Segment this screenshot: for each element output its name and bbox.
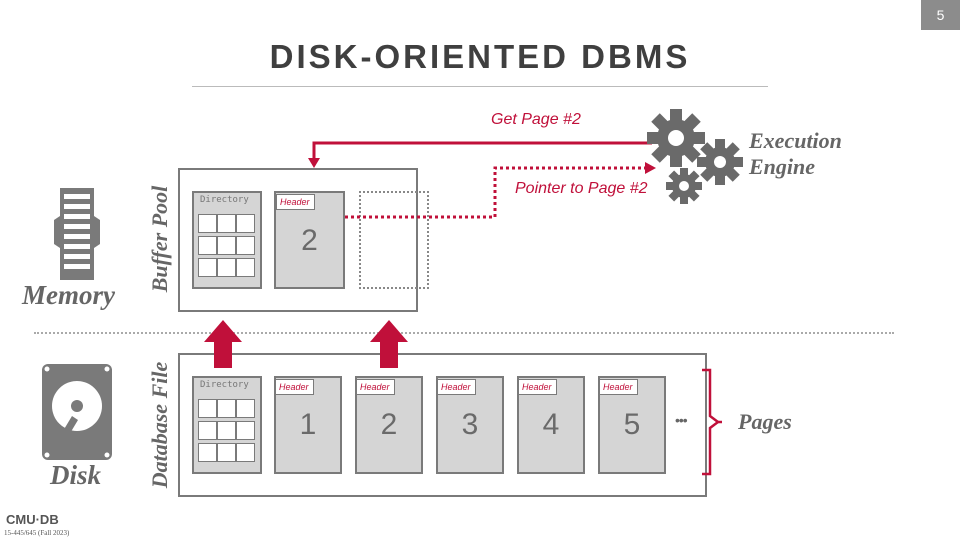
file-page-header: Header [437, 379, 476, 395]
memory-label: Memory [22, 280, 115, 310]
hard-disk-icon [42, 364, 112, 460]
file-page-number: 2 [380, 408, 398, 441]
file-page-header: Header [518, 379, 557, 395]
title-rule [192, 86, 768, 87]
file-directory-label: Directory [200, 380, 249, 390]
buffer-directory-grid [198, 214, 256, 277]
execution-engine-label: Execution Engine [749, 128, 842, 180]
cmu-db-logo: CMU·DB [6, 512, 59, 527]
request-arrows [308, 141, 656, 219]
file-page-number: 1 [299, 408, 317, 441]
gear-icon [647, 109, 743, 204]
execution-engine-line1: Execution [749, 128, 842, 153]
buffer-page-header: Header [276, 194, 315, 210]
up-arrow-icon [204, 320, 242, 368]
ram-chip-icon [54, 188, 100, 280]
file-page-header: Header [356, 379, 395, 395]
database-file-label: Database File [147, 361, 172, 489]
slide-number: 5 [921, 0, 960, 30]
file-page-number: 3 [461, 408, 479, 441]
file-page-number: 4 [542, 408, 560, 441]
more-pages-ellipsis: ••• [675, 412, 688, 428]
disk-label: Disk [50, 460, 102, 490]
execution-engine-line2: Engine [749, 154, 816, 179]
get-page-label: Get Page #2 [491, 111, 581, 128]
file-directory-grid [198, 399, 256, 462]
pointer-label: Pointer to Page #2 [515, 180, 648, 197]
pages-bracket [702, 368, 722, 476]
buffer-pool-label: Buffer Pool [147, 185, 172, 293]
buffer-directory-label: Directory [200, 195, 249, 205]
up-arrow-icon [370, 320, 408, 368]
pages-label: Pages [738, 409, 792, 434]
empty-frame [359, 191, 429, 289]
course-label: 15-445/645 (Fall 2023) [4, 529, 70, 537]
file-page-header: Header [275, 379, 314, 395]
page-title: DISK-ORIENTED DBMS [269, 38, 691, 75]
file-page-number: 5 [623, 408, 641, 441]
memory-disk-divider [34, 332, 894, 334]
file-page-header: Header [599, 379, 638, 395]
buffer-page-number: 2 [301, 224, 318, 257]
